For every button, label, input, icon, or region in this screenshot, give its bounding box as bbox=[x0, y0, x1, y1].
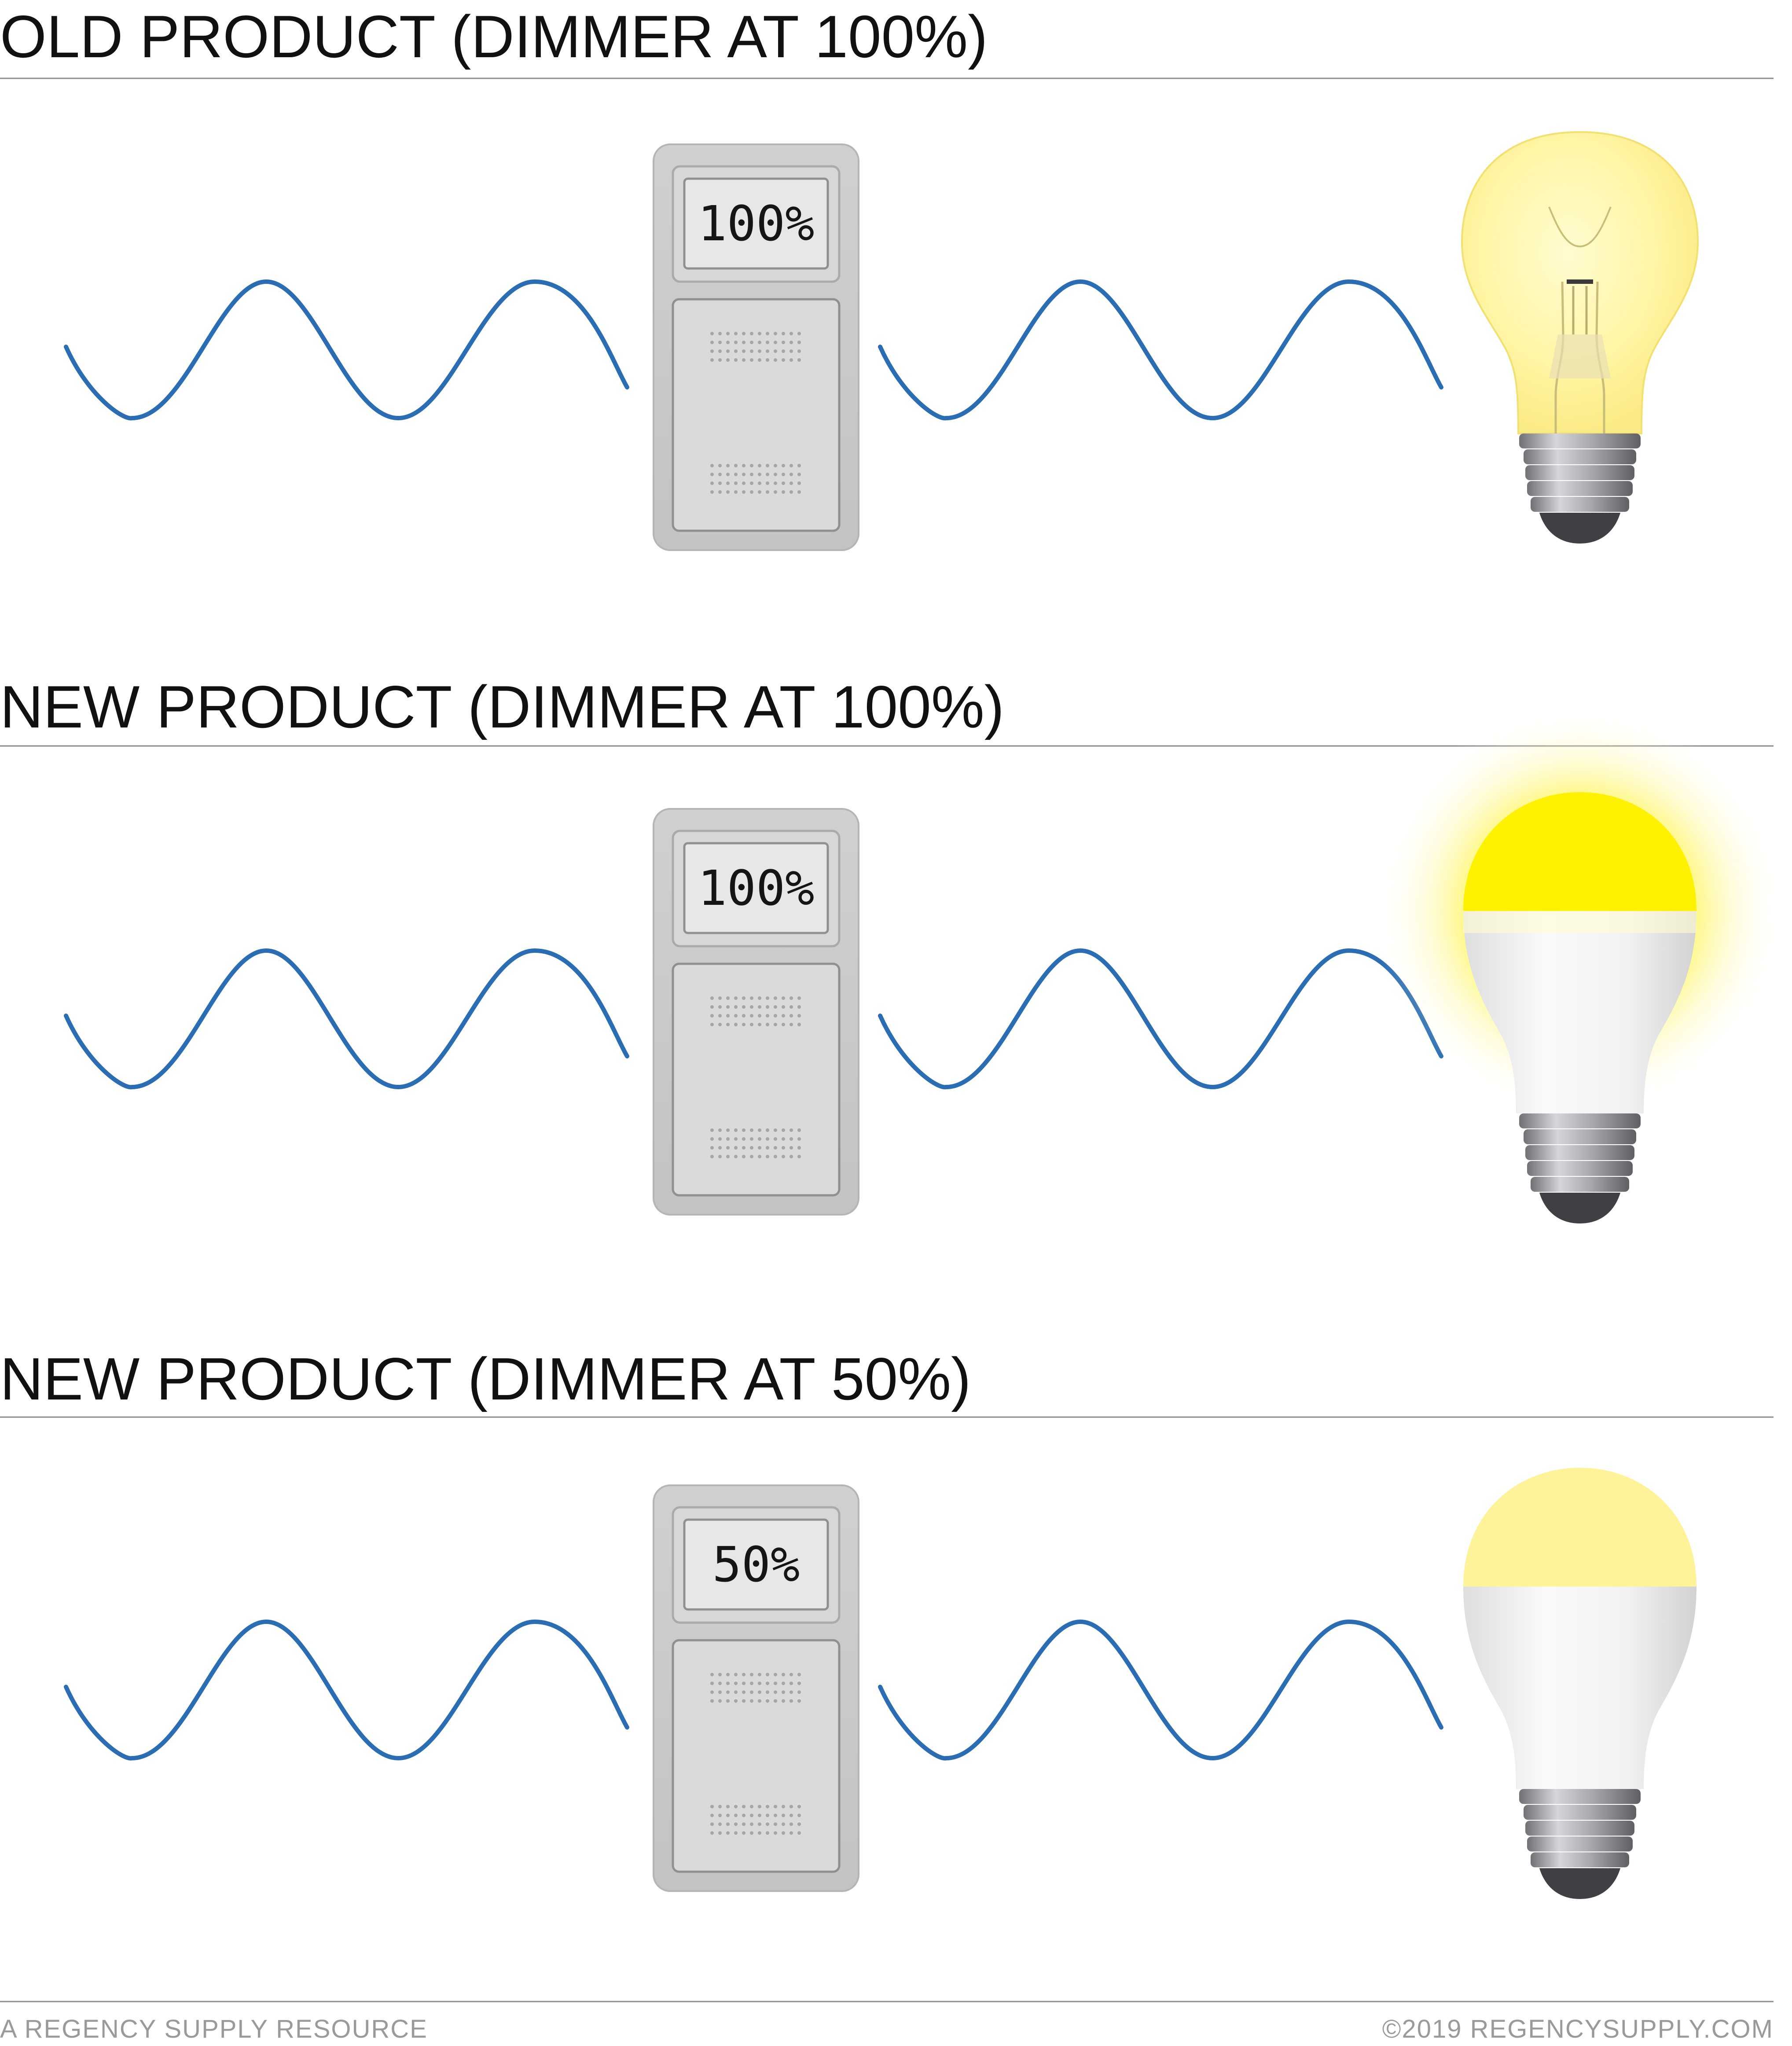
dimmer-paddle bbox=[672, 1639, 841, 1873]
dimmer-level-readout: 100% bbox=[698, 195, 815, 252]
lcd-display bbox=[683, 1518, 829, 1611]
grille-dots-bottom bbox=[710, 1805, 801, 1835]
grille-dots-top bbox=[710, 332, 801, 362]
bulb-body bbox=[1463, 911, 1697, 1113]
led-bulb-icon bbox=[1373, 704, 1787, 1223]
output-sine-wave-icon bbox=[878, 948, 1443, 1090]
bulb-screw-base bbox=[1519, 433, 1641, 544]
input-sine-wave-icon bbox=[64, 948, 629, 1090]
dimmer-switch-icon: 100% bbox=[653, 143, 859, 551]
panel-new-product-100: NEW PRODUCT (DIMMER AT 100%) 100% bbox=[0, 673, 1787, 1223]
bulb-dome bbox=[1463, 792, 1697, 911]
output-sine-wave-icon bbox=[878, 279, 1443, 421]
dimmer-paddle bbox=[672, 298, 841, 532]
bulb-dome bbox=[1463, 1468, 1697, 1587]
dimmer-level-readout: 50% bbox=[712, 1536, 800, 1593]
dimmer-paddle bbox=[672, 962, 841, 1197]
dimmer-level-readout: 100% bbox=[698, 860, 815, 916]
panel-new-product-50: NEW PRODUCT (DIMMER AT 50%) 50% bbox=[0, 1345, 1774, 1899]
bulb-screw-base bbox=[1519, 1113, 1641, 1223]
dimmer-switch-icon: 100% bbox=[653, 808, 859, 1216]
grille-dots-bottom bbox=[710, 464, 801, 494]
panel-old-product-100: OLD PRODUCT (DIMMER AT 100%) 100% bbox=[0, 3, 1774, 551]
dimmer-switch-icon: 50% bbox=[653, 1484, 859, 1892]
led-bulb-icon bbox=[1463, 1468, 1697, 1899]
grille-dots-top bbox=[710, 996, 801, 1026]
panel-heading: NEW PRODUCT (DIMMER AT 50%) bbox=[0, 1345, 971, 1412]
bulb-screw-base bbox=[1519, 1789, 1641, 1899]
grille-dots-top bbox=[710, 1673, 801, 1703]
bulb-body bbox=[1463, 1587, 1697, 1789]
input-sine-wave-icon bbox=[64, 279, 629, 421]
panel-heading: NEW PRODUCT (DIMMER AT 100%) bbox=[0, 673, 1004, 740]
lcd-display bbox=[683, 177, 829, 270]
grille-dots-bottom bbox=[710, 1128, 801, 1158]
lcd-display bbox=[683, 842, 829, 934]
footer: A REGENCY SUPPLY RESOURCE ©2019 REGENCYS… bbox=[0, 2001, 1774, 2043]
incandescent-bulb-icon bbox=[1461, 131, 1699, 544]
footer-left-text: A REGENCY SUPPLY RESOURCE bbox=[0, 2015, 428, 2043]
footer-right-text: ©2019 REGENCYSUPPLY.COM bbox=[1382, 2015, 1774, 2043]
output-sine-wave-icon bbox=[878, 1619, 1443, 1761]
input-sine-wave-icon bbox=[64, 1619, 629, 1761]
panel-heading: OLD PRODUCT (DIMMER AT 100%) bbox=[0, 3, 988, 70]
